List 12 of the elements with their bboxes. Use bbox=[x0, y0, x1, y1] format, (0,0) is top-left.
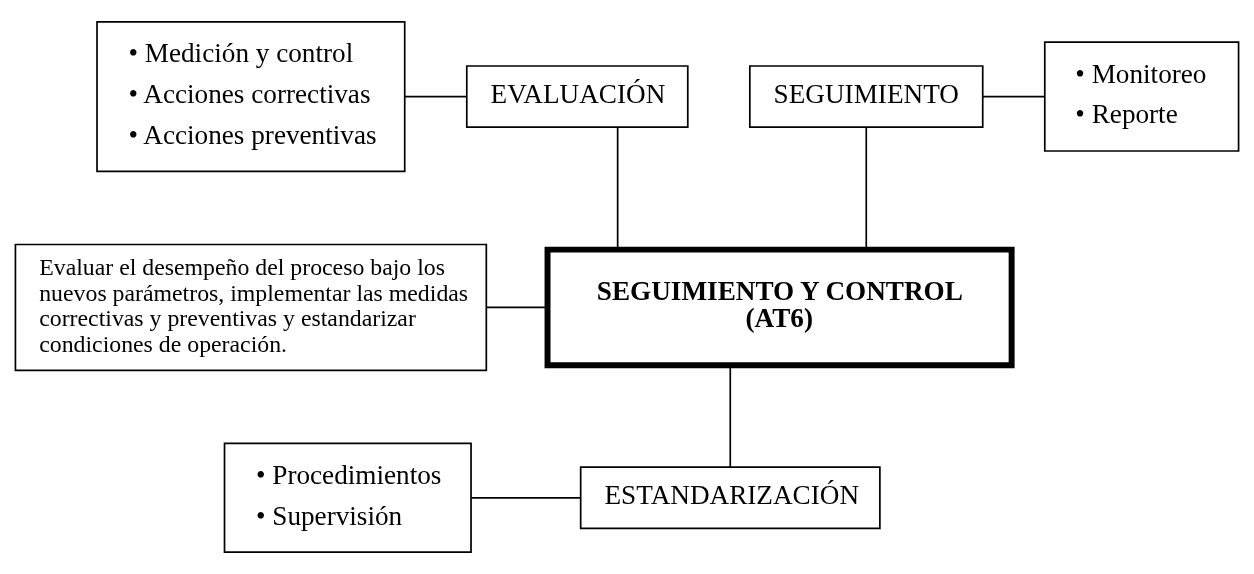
connector bbox=[470, 496, 582, 499]
node-box: • Procedimientos • Supervisión bbox=[223, 442, 472, 554]
node-box: • Monitoreo • Reporte bbox=[1043, 41, 1240, 152]
node-box: ESTANDARIZACIÓN bbox=[579, 466, 881, 530]
connector bbox=[982, 95, 1046, 98]
node-box: EVALUACIÓN bbox=[465, 65, 689, 129]
connector bbox=[485, 306, 548, 309]
node-box: SEGUIMIENTO bbox=[749, 65, 984, 129]
node-box: SEGUIMIENTO Y CONTROL (AT6) bbox=[544, 246, 1015, 369]
connector bbox=[404, 95, 468, 98]
node-box: Evaluar el desempeño del proceso bajo los nuevos parámetros, implementar las medidas correctivas y preventivas y estandarizar condiciones de operación. bbox=[14, 243, 488, 372]
node-box: • Medición y control • Acciones correctivas • Acciones preventivas bbox=[96, 20, 406, 173]
